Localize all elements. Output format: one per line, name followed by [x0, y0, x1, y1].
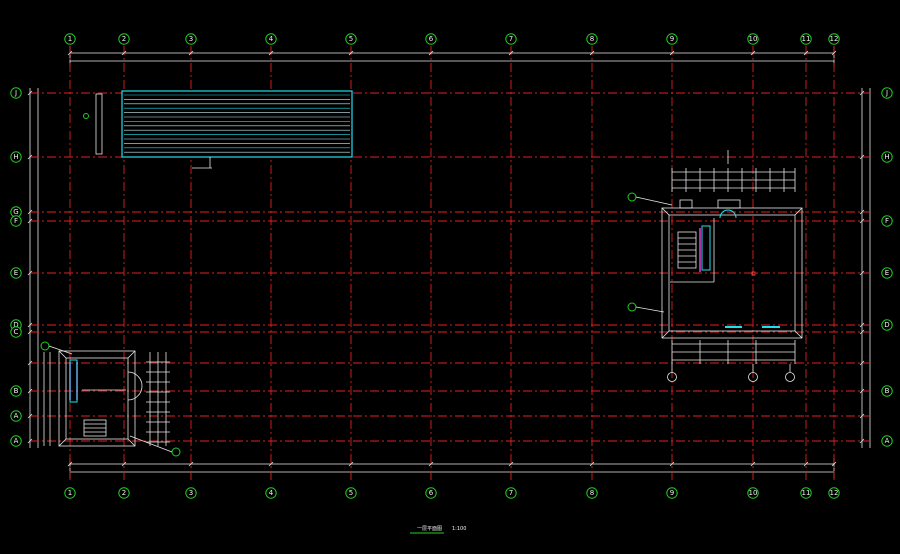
axis-bubble-bottom-4: 4	[265, 487, 277, 499]
axis-bubble-top-11-label: 11	[802, 35, 811, 43]
axis-bubble-bottom-5: 5	[345, 487, 357, 499]
axis-bubble-bottom-10-label: 10	[749, 489, 758, 497]
axis-bubble-bottom-9: 9	[666, 487, 678, 499]
axis-bubble-bottom-9-label: 9	[670, 489, 674, 497]
left-dimension-chain	[29, 88, 39, 448]
roof-panel-block	[83, 90, 353, 169]
axis-bubble-right-6-label: A	[885, 437, 890, 445]
axis-bubble-right-0-label: J	[885, 89, 888, 97]
axis-bubble-bottom-8: 8	[586, 487, 598, 499]
axis-bubble-left-3-label: F	[14, 217, 18, 225]
axis-bubble-top-1-label: 1	[68, 35, 72, 43]
axis-bubble-top-5-label: 5	[349, 35, 353, 43]
axis-bubble-top-4: 4	[265, 33, 277, 45]
axis-bubble-right-6: A	[881, 435, 893, 447]
axis-bubble-bottom-3: 3	[185, 487, 197, 499]
axis-bubble-bottom-10: 10	[747, 487, 759, 499]
axis-bubble-left-8: A	[10, 410, 22, 422]
bottom-dimension-chain	[69, 458, 835, 478]
axis-bubble-left-0: J	[10, 87, 22, 99]
axis-bubble-bottom-8-label: 8	[590, 489, 594, 497]
horizontal-grid-lines	[30, 92, 870, 442]
axis-bubble-left-4-label: E	[14, 269, 18, 277]
axis-bubble-top-7-label: 7	[509, 35, 513, 43]
axis-bubble-bottom-6: 6	[425, 487, 437, 499]
axis-bubble-top-4-label: 4	[269, 35, 274, 43]
axis-bubble-left-6-label: C	[14, 328, 19, 336]
axis-bubble-bottom-11-label: 11	[802, 489, 811, 497]
axis-bubble-left-1: H	[10, 151, 22, 163]
axis-bubbles-left: J H GF E DC B A A	[10, 87, 22, 447]
axis-bubble-top-1: 1	[64, 33, 76, 45]
axis-bubble-right-2-label: F	[885, 217, 889, 225]
axis-bubble-left-4: E	[10, 267, 22, 279]
axis-bubble-left-9: A	[10, 435, 22, 447]
axis-bubble-left-1-label: H	[13, 153, 18, 161]
axis-bubble-right-1-label: H	[884, 153, 889, 161]
axis-bubble-bottom-2: 2	[118, 487, 130, 499]
axis-bubble-bottom-11: 11	[800, 487, 812, 499]
axis-bubble-left-0-label: J	[14, 89, 17, 97]
axis-bubble-top-10-label: 10	[749, 35, 758, 43]
axis-bubble-top-11: 11	[800, 33, 812, 45]
axis-bubble-left-9-label: A	[14, 437, 19, 445]
axis-bubble-bottom-7: 7	[505, 487, 517, 499]
axis-bubble-left-7-label: B	[14, 387, 19, 395]
axis-bubble-left-8-label: A	[14, 412, 19, 420]
axis-bubble-right-5-label: B	[885, 387, 890, 395]
axis-bubble-bottom-2-label: 2	[122, 489, 126, 497]
axis-bubble-bottom-12-label: 12	[830, 489, 839, 497]
axis-bubble-bottom-5-label: 5	[349, 489, 353, 497]
dimension-ticks	[27, 50, 865, 467]
axis-bubble-right-2: F	[881, 215, 893, 227]
axis-bubble-right-5: B	[881, 385, 893, 397]
axis-bubble-top-2-label: 2	[122, 35, 126, 43]
axis-bubble-left-2-label: G	[13, 208, 18, 216]
axis-bubble-right-4: D	[881, 319, 893, 331]
axis-bubble-top-12-label: 12	[830, 35, 839, 43]
axis-bubble-top-6: 6	[425, 33, 437, 45]
axis-bubble-right-3-label: E	[885, 269, 889, 277]
axis-bubble-bottom-1-label: 1	[68, 489, 72, 497]
small-building-right	[627, 150, 803, 382]
axis-bubbles-right: J H F E D B A	[881, 87, 893, 447]
axis-bubble-top-7: 7	[505, 33, 517, 45]
axis-bubble-top-3: 3	[185, 33, 197, 45]
axis-bubble-bottom-1: 1	[64, 487, 76, 499]
axis-bubble-top-9: 9	[666, 33, 678, 45]
axis-bubble-bottom-4-label: 4	[269, 489, 274, 497]
axis-bubble-left-5-label: D	[13, 321, 18, 329]
top-dimension-chain	[69, 46, 835, 66]
axis-bubble-left-6: C	[10, 326, 22, 338]
axis-bubble-bottom-3-label: 3	[189, 489, 193, 497]
axis-bubble-right-0: J	[881, 87, 893, 99]
small-building-left	[40, 341, 181, 457]
axis-bubble-right-4-label: D	[884, 321, 889, 329]
right-dimension-chain	[861, 88, 871, 448]
axis-bubble-top-2: 2	[118, 33, 130, 45]
axis-bubble-bottom-7-label: 7	[509, 489, 513, 497]
axis-bubble-top-9-label: 9	[670, 35, 674, 43]
axis-bubble-top-12: 12	[828, 33, 840, 45]
axis-bubble-left-3: F	[10, 215, 22, 227]
axis-bubble-left-7: B	[10, 385, 22, 397]
axis-bubble-left-2: G	[10, 206, 22, 218]
drawing-scale: 1:100	[452, 526, 466, 532]
axis-bubble-right-3: E	[881, 267, 893, 279]
drawing-title-block: 一层平面图 1:100	[410, 526, 466, 534]
axis-bubble-top-6-label: 6	[429, 35, 434, 43]
axis-bubble-top-3-label: 3	[189, 35, 193, 43]
axis-bubble-top-8: 8	[586, 33, 598, 45]
axis-bubble-bottom-6-label: 6	[429, 489, 434, 497]
axis-bubble-bottom-12: 12	[828, 487, 840, 499]
axis-bubble-top-10: 10	[747, 33, 759, 45]
axis-bubble-top-8-label: 8	[590, 35, 594, 43]
drawing-title: 一层平面图	[417, 526, 442, 532]
axis-bubble-right-1: H	[881, 151, 893, 163]
axis-bubble-top-5: 5	[345, 33, 357, 45]
vertical-grid-lines	[69, 46, 835, 482]
